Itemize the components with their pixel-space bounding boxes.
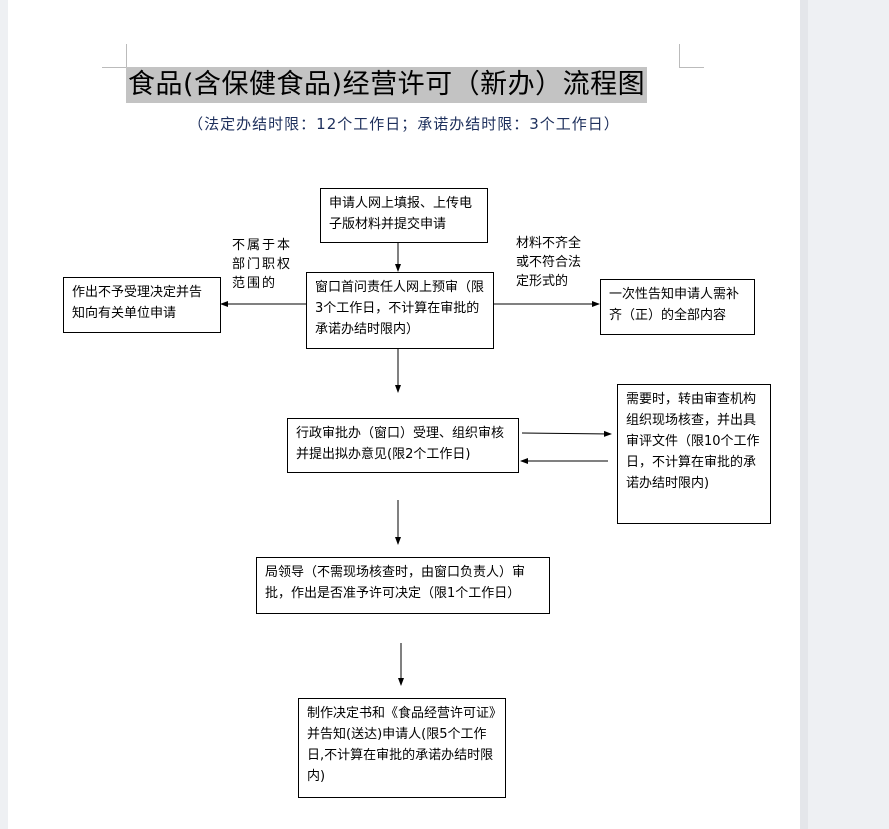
step-reject: 作出不予受理决定并告知向有关单位申请 bbox=[63, 277, 221, 333]
crop-mark bbox=[102, 67, 126, 68]
arrow bbox=[521, 430, 612, 437]
label-incomplete: 材料不齐全或不符合法定形式的 bbox=[516, 236, 582, 289]
step-accept: 行政审批办（窗口）受理、组织审核并提出拟办意见(限2个工作日) bbox=[287, 418, 519, 473]
step-pre-review: 窗口首问责任人网上预审（限3个工作日，不计算在审批的承诺办结时限内） bbox=[306, 272, 494, 349]
crop-mark bbox=[126, 44, 127, 68]
step-decision: 局领导（不需现场核查时，由窗口负责人）审批，作出是否准予许可决定（限1个工作日） bbox=[256, 557, 550, 614]
label-out-of-scope: 不属于本部门职权范围的 bbox=[232, 238, 293, 291]
page-title: 食品(含保健食品)经营许可（新办）流程图 bbox=[126, 67, 648, 103]
subtitle: （法定办结时限：12个工作日；承诺办结时限：3个工作日） bbox=[188, 115, 620, 133]
step-onsite: 需要时，转由审查机构组织现场核查，并出具审评文件（限10个工作日，不计算在审批的… bbox=[617, 384, 771, 524]
step-supplement: 一次性告知申请人需补齐（正）的全部内容 bbox=[600, 279, 755, 335]
crop-mark bbox=[680, 67, 704, 68]
step-issue: 制作决定书和《食品经营许可证》并告知(送达)申请人(限5个工作日,不计算在审批的… bbox=[298, 698, 506, 798]
step-apply: 申请人网上填报、上传电子版材料并提交申请 bbox=[320, 188, 488, 243]
page-edge bbox=[800, 0, 808, 829]
crop-mark bbox=[679, 44, 680, 68]
